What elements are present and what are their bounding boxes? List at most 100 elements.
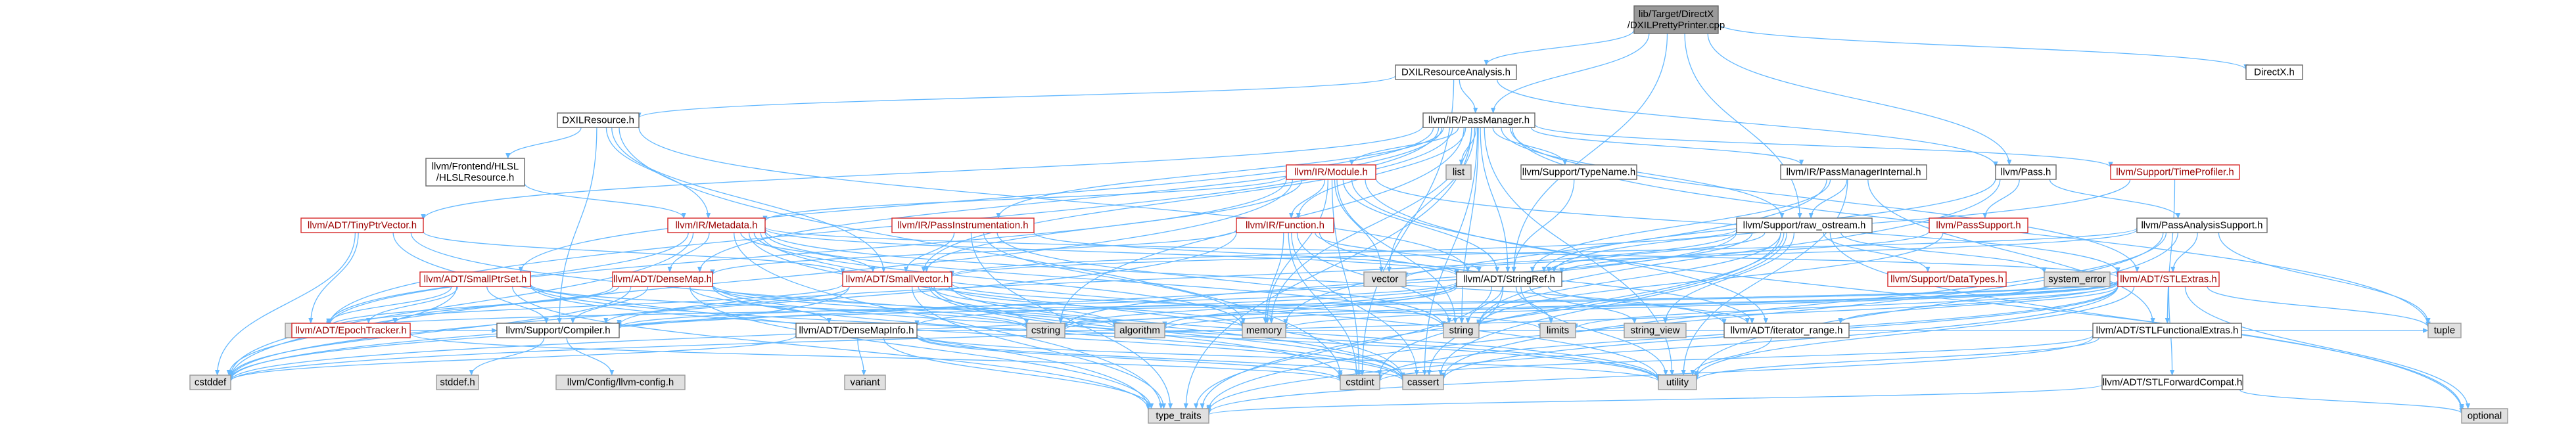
edge-root-to-passmanager (1490, 33, 1650, 114)
node-box-limits (1539, 323, 1576, 338)
node-pass[interactable]: llvm/Pass.h (1995, 164, 2057, 180)
node-type_traits: type_traits (1148, 408, 1209, 424)
node-string_view: string_view (1624, 323, 1687, 338)
node-variant: variant (844, 374, 886, 390)
edge-metadata-to-string (764, 232, 1446, 329)
node-label-densemap: llvm/ADT/DenseMap.h (613, 274, 712, 285)
node-timeprofiler[interactable]: llvm/Support/TimeProfiler.h (2110, 164, 2240, 180)
edge-passmanager-to-tinyptrvector (421, 125, 1424, 221)
edge-module-to-vector (1334, 179, 1384, 273)
edge-dxilresource-to-cstdint (619, 127, 1343, 376)
node-label-cstddef: cstddef (195, 377, 227, 388)
node-stringref[interactable]: llvm/ADT/StringRef.h (1456, 271, 1562, 287)
node-box-datatypes (1887, 271, 2007, 287)
edge-stlforward-to-optional (2239, 389, 2464, 415)
edge-passanalysis-to-utility (1694, 232, 2178, 378)
node-module[interactable]: llvm/IR/Module.h (1286, 164, 1376, 180)
node-tuple: tuple (2427, 323, 2462, 338)
node-box-utility (1658, 374, 1697, 390)
node-stlextras[interactable]: llvm/ADT/STLExtras.h (2117, 271, 2220, 287)
edge-densemap-to-type_traits (689, 286, 1154, 409)
edge-smallptrset-to-type_traits (511, 286, 1151, 411)
edge-passmanager-to-pminternal (1530, 127, 1804, 166)
edge-passanalysis-to-vector (1403, 229, 2138, 279)
node-box-stlfunctional (2092, 323, 2242, 338)
edge-rawostream-to-datatypes (1823, 232, 1931, 273)
edge-stringref-to-densemapinfo (914, 283, 1457, 327)
node-box-pminternal (1780, 164, 1927, 180)
node-label-module: llvm/IR/Module.h (1294, 167, 1368, 178)
node-box-root (1633, 5, 1719, 34)
node-smallvector[interactable]: llvm/ADT/SmallVector.h (842, 271, 952, 287)
node-label-algorithm: algorithm (1119, 325, 1160, 336)
edge-passmanager-to-smallvector (921, 127, 1453, 273)
edge-densemapinfo-to-utility (916, 334, 1661, 382)
node-passanalysis[interactable]: llvm/PassAnalysisSupport.h (2136, 217, 2268, 233)
edge-passmanager-to-vector (1386, 127, 1476, 273)
node-cstddef: cstddef (189, 374, 231, 390)
edge-dxilresource-to-compiler (557, 127, 597, 324)
node-box-optional (2461, 408, 2508, 424)
node-label-function: llvm/IR/Function.h (1246, 220, 1324, 231)
node-smallptrset[interactable]: llvm/ADT/SmallPtrSet.h (419, 271, 531, 287)
node-root[interactable]: lib/Target/DirectX/DXILPrettyPrinter.cpp (1628, 5, 1725, 34)
node-box-stlextras (2117, 271, 2220, 287)
edge-tinyptrvector-to-cstddef (214, 232, 356, 376)
edge-module-to-iterator (326, 179, 1287, 328)
node-passmanager[interactable]: llvm/IR/PassManager.h (1422, 112, 1535, 128)
node-epochtracker[interactable]: llvm/ADT/EpochTracker.h (291, 323, 411, 338)
node-list: list (1445, 164, 1472, 180)
node-box-vector (1363, 271, 1407, 287)
edge-smallvector-to-cstring (918, 286, 1029, 325)
edge-stringref-to-compiler (617, 281, 1457, 328)
edge-module-to-stringref (1342, 179, 1500, 273)
node-directx_h[interactable]: DirectX.h (2245, 64, 2303, 80)
node-box-memory (1242, 323, 1286, 338)
node-box-metadata (667, 217, 766, 233)
node-rawostream[interactable]: llvm/Support/raw_ostream.h (1736, 217, 1873, 233)
edge-dxilresource-to-stringref (638, 127, 1470, 273)
node-stddef_h: stddef.h (436, 374, 479, 390)
node-passsupport[interactable]: llvm/PassSupport.h (1929, 217, 2028, 233)
edge-stlextras-to-limits (1573, 283, 2119, 330)
node-pminternal[interactable]: llvm/IR/PassManagerInternal.h (1780, 164, 1927, 180)
edge-rawostream-to-smallvector (949, 229, 1737, 277)
node-dxres_analysis[interactable]: DXILResourceAnalysis.h (1395, 64, 1517, 80)
node-llvmconfig: llvm/Config/llvm-config.h (555, 374, 686, 390)
node-label-variant: variant (850, 377, 880, 388)
node-tinyptrvector[interactable]: llvm/ADT/TinyPtrVector.h (300, 217, 424, 233)
node-densemapinfo[interactable]: llvm/ADT/DenseMapInfo.h (795, 323, 918, 338)
node-limits: limits (1539, 323, 1576, 338)
node-box-dxres_analysis (1395, 64, 1517, 80)
edge-passanalysis-to-type_traits (1206, 232, 2164, 411)
edge-dxilresource-to-hlslresource (505, 127, 582, 159)
edge-densemapinfo-to-variant (857, 337, 866, 376)
edge-smallvector-to-compiler (603, 286, 850, 324)
edge-epochtracker-to-cstdint (410, 333, 1343, 382)
node-label-compiler: llvm/Support/Compiler.h (505, 325, 610, 336)
node-passinstr[interactable]: llvm/IR/PassInstrumentation.h (891, 217, 1035, 233)
node-cstdint: cstdint (1340, 374, 1380, 390)
node-stlforward[interactable]: llvm/ADT/STLForwardCompat.h (2101, 374, 2243, 390)
node-hlslresource[interactable]: llvm/Frontend/HLSL/HLSLResource.h (425, 158, 525, 187)
edge-stlextras-to-iterator_range (1838, 286, 2119, 324)
node-densemap[interactable]: llvm/ADT/DenseMap.h (612, 271, 713, 287)
edge-densemapinfo-to-cstdint (916, 336, 1343, 381)
node-compiler[interactable]: llvm/Support/Compiler.h (496, 323, 620, 338)
node-box-passmanager (1422, 112, 1535, 128)
node-dxilresource[interactable]: DXILResource.h (557, 112, 640, 128)
edge-rawostream-to-system_error (1840, 232, 2047, 274)
node-stlfunctional[interactable]: llvm/ADT/STLFunctionalExtras.h (2092, 323, 2242, 338)
node-box-string_view (1624, 323, 1687, 338)
node-iterator_range[interactable]: llvm/ADT/iterator_range.h (1723, 323, 1850, 338)
edge-iterator_range-to-utility (1690, 337, 1772, 376)
node-label-pminternal: llvm/IR/PassManagerInternal.h (1786, 167, 1921, 178)
node-utility: utility (1658, 374, 1697, 390)
edge-module-to-cstddef (228, 179, 1294, 380)
node-typename[interactable]: llvm/Support/TypeName.h (1520, 164, 1637, 180)
node-function[interactable]: llvm/IR/Function.h (1236, 217, 1334, 233)
node-label-timeprofiler: llvm/Support/TimeProfiler.h (2116, 167, 2234, 178)
node-datatypes[interactable]: llvm/Support/DataTypes.h (1887, 271, 2007, 287)
edge-tinyptrvector-to-smallvector (423, 231, 845, 275)
node-metadata[interactable]: llvm/IR/Metadata.h (667, 217, 766, 233)
